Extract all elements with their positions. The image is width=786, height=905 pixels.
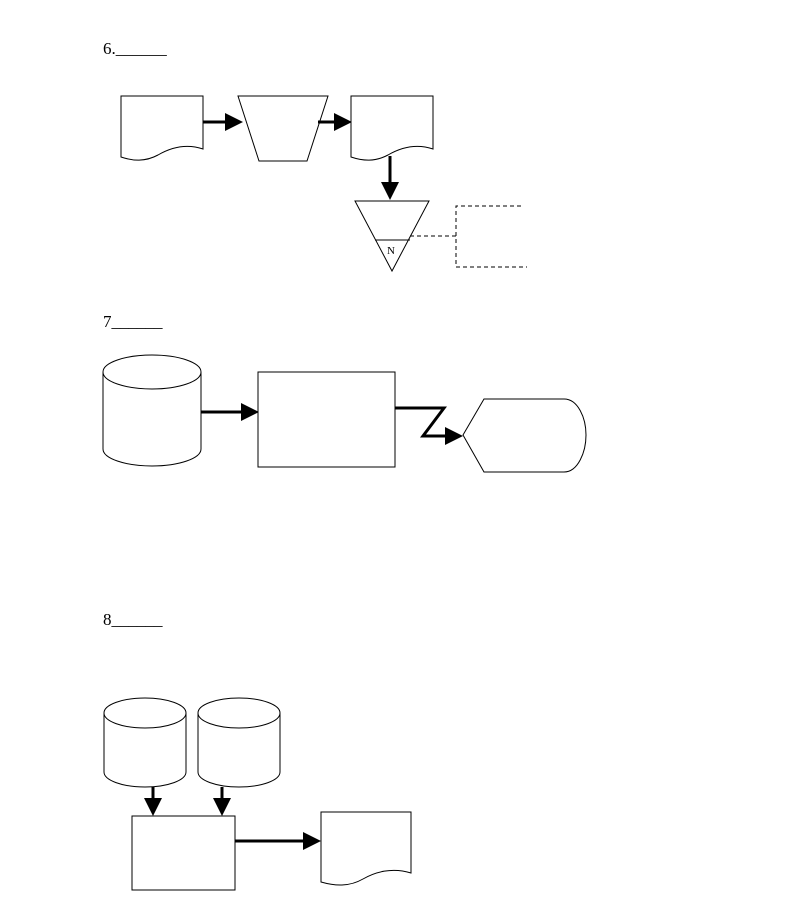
diagram-6: N [120,95,527,273]
display-symbol [462,398,587,473]
diagram-7 [102,354,587,473]
disk-storage-symbol [197,697,281,788]
document-symbol [120,95,204,161]
disk-storage-symbol [103,697,187,788]
question-7-label: 7______ [103,312,163,331]
process-symbol [257,371,396,468]
document-symbol [350,95,434,161]
process-symbol [131,815,236,891]
manual-operation-symbol [237,95,329,162]
document-symbol [320,811,412,886]
offline-storage-marker: N [387,245,395,257]
diagram-8 [103,697,412,891]
question-8-label: 8______ [103,610,163,629]
annotation-bracket [455,205,527,268]
question-6-label: 6.______ [103,39,167,58]
communication-link [395,406,463,445]
disk-storage-symbol [102,354,202,467]
